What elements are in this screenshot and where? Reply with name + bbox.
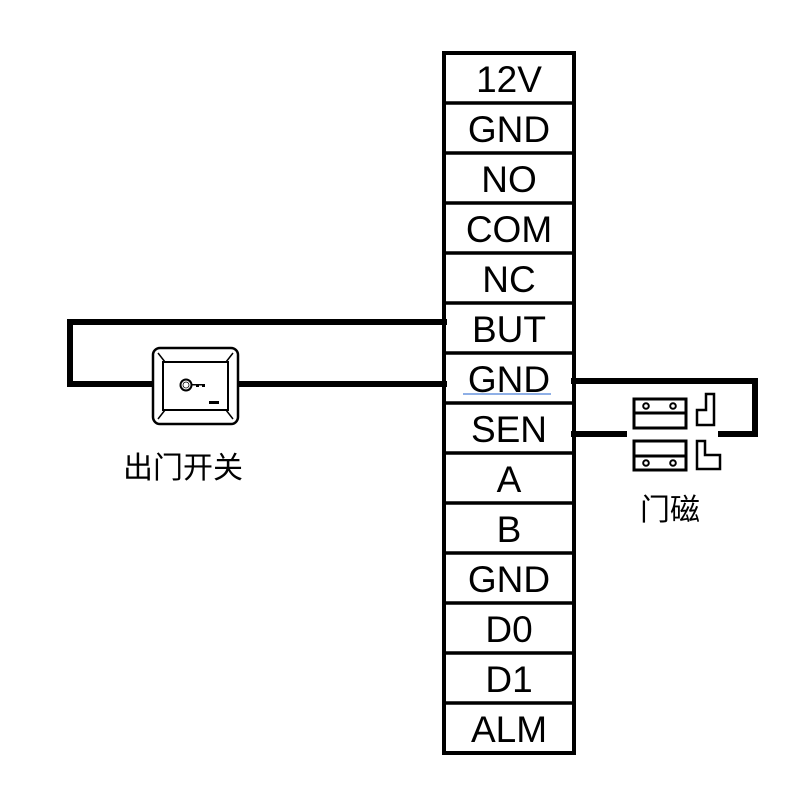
terminal-d1: D1 bbox=[444, 651, 574, 700]
exit-button-wiring bbox=[67, 319, 447, 387]
terminal-label: 12V bbox=[476, 59, 542, 100]
exit-button bbox=[151, 346, 240, 426]
terminal-but: BUT bbox=[444, 301, 574, 350]
terminal-a: A bbox=[444, 451, 574, 500]
terminal-label: NC bbox=[482, 259, 535, 300]
terminal-sen: SEN bbox=[444, 401, 574, 450]
terminal-label: A bbox=[497, 459, 522, 500]
wire-gnd-right bbox=[571, 378, 758, 437]
wire-but bbox=[67, 319, 447, 387]
terminal-no: NO bbox=[444, 151, 574, 200]
terminal-label: COM bbox=[466, 209, 552, 250]
terminal-gnd: GND bbox=[444, 551, 574, 600]
exit-button-corner-bevels bbox=[157, 352, 234, 420]
terminal-nc: NC bbox=[444, 251, 574, 300]
terminal-label: B bbox=[497, 509, 522, 550]
exit-button-brand-mark bbox=[209, 401, 219, 404]
door-sensor-label: 门磁 bbox=[640, 493, 700, 528]
terminal-label: D1 bbox=[485, 659, 532, 700]
terminal-gnd: GND bbox=[444, 101, 574, 150]
terminal-b: B bbox=[444, 501, 574, 550]
terminal-label: GND bbox=[468, 359, 550, 400]
terminal-label: GND bbox=[468, 109, 550, 150]
terminal-label: BUT bbox=[472, 309, 546, 350]
terminal-label: GND bbox=[468, 559, 550, 600]
terminal-label: SEN bbox=[471, 409, 547, 450]
magnetic-contact-icon bbox=[632, 392, 722, 472]
terminal-alm: ALM bbox=[444, 701, 574, 750]
exit-button-label: 出门开关 bbox=[123, 451, 243, 486]
terminal-label: NO bbox=[481, 159, 537, 200]
key-icon bbox=[179, 378, 205, 392]
terminal-gnd: GND bbox=[444, 351, 574, 400]
door-sensor bbox=[632, 392, 722, 472]
door-sensor-wiring bbox=[571, 378, 758, 437]
terminal-label: D0 bbox=[485, 609, 532, 650]
terminal-label: ALM bbox=[471, 709, 547, 750]
terminal-com: COM bbox=[444, 201, 574, 250]
terminal-12v: 12V bbox=[476, 59, 542, 100]
terminal-d0: D0 bbox=[444, 601, 574, 650]
